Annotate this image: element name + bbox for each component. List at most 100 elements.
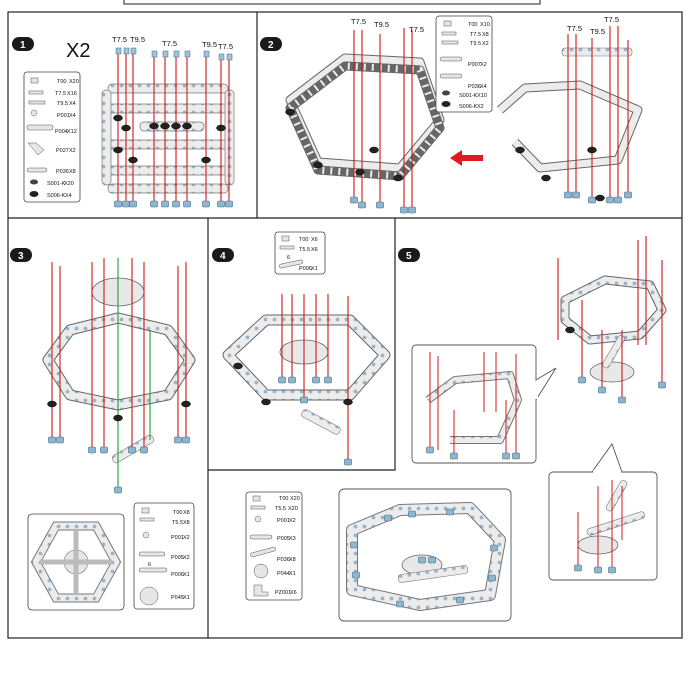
washer-icon <box>254 515 262 523</box>
spacer-icon <box>441 101 451 107</box>
part-qty: X10 <box>480 22 490 28</box>
step-5-parts-list: T00 X20 T5.5 X20 P001 X2 P005 X3 P036 X8… <box>245 491 303 601</box>
nut-icon <box>30 77 39 84</box>
screw-icon <box>250 505 266 510</box>
nut-icon <box>281 235 290 242</box>
part-qty: X6 <box>290 590 297 596</box>
part-name: P036 <box>468 84 481 90</box>
part-name: T5.5 <box>299 247 310 253</box>
size-label: T7.5 <box>162 39 177 48</box>
strip-icon <box>249 534 273 540</box>
part-qty: X1 <box>183 572 190 578</box>
part-qty: X8 <box>482 32 489 38</box>
part-qty: X8 <box>183 510 190 516</box>
part-qty: X1 <box>289 571 296 577</box>
step-5: 5 <box>245 236 667 622</box>
part-qty: X20 <box>64 181 74 187</box>
part-qty: X8 <box>183 520 190 526</box>
step-5-top-assembly <box>557 236 667 404</box>
part-qty: X16 <box>67 91 77 97</box>
size-label: T9.5 <box>590 27 605 36</box>
spacer-icon <box>30 179 38 185</box>
part-name: P045 <box>171 595 184 601</box>
step-2-parts-list: T00 X10 T7.5 X8 T9.5 X2 P007 X2 P036 X4 … <box>435 15 493 113</box>
step-number: 3 <box>18 251 24 262</box>
parts-list: T00 X20 T7.5 X16 T9.5 X4 P001 X4 P004 X1… <box>23 71 81 203</box>
part-name: T5.5 <box>275 506 286 512</box>
step-4-assembly <box>222 294 391 466</box>
spacer-icon <box>29 191 39 197</box>
part-name: P006 <box>171 572 184 578</box>
part-name: T00 <box>468 22 477 28</box>
step-badge <box>398 248 420 262</box>
step-1: 1 X2 T7.5 T9.5 T7.5 T9.5 T7.5 <box>12 35 235 208</box>
part-callout: 6 <box>287 255 290 261</box>
strip-icon <box>26 167 48 173</box>
nut-icon <box>443 20 452 27</box>
strip-icon <box>138 567 168 573</box>
part-name: P001 <box>171 535 184 541</box>
step-2-right-assembly <box>497 26 643 204</box>
disc-icon <box>253 563 269 579</box>
step-1-assembly <box>101 47 235 208</box>
part-name: T00 <box>173 510 182 516</box>
part-qty: X20 <box>288 506 298 512</box>
part-name: S001-K <box>47 181 66 187</box>
step-3-parts-list: T00 X8 T5.5 X8 P001 X2 P005 X2 6 P006 X1… <box>133 502 195 610</box>
size-label: T9.5 <box>202 40 217 49</box>
part-name: T00 <box>299 237 308 243</box>
part-qty: X20 <box>290 496 300 502</box>
size-label: T7.5 <box>604 15 619 24</box>
part-qty: X8 <box>69 169 76 175</box>
part-name: T00 <box>279 496 288 502</box>
part-name: P036 <box>56 169 69 175</box>
strip-icon <box>138 551 166 557</box>
part-name: P001 <box>57 113 70 119</box>
part-qty: X2 <box>289 518 296 524</box>
size-label: T7.5 <box>218 42 233 51</box>
part-name: T7.5 <box>55 91 66 97</box>
part-name: S006-K <box>47 193 66 199</box>
part-qty: X2 <box>183 555 190 561</box>
strip-icon <box>26 124 54 131</box>
washer-icon <box>142 531 150 539</box>
part-name: P005 <box>277 536 290 542</box>
step-2-left-assembly <box>285 28 445 214</box>
part-qty: X4 <box>69 113 76 119</box>
step-number: 5 <box>406 251 412 262</box>
part-qty: X4 <box>480 84 487 90</box>
part-qty: X10 <box>477 93 487 99</box>
strip-icon <box>439 56 463 62</box>
step-number: 1 <box>20 40 26 51</box>
part-qty: X2 <box>183 535 190 541</box>
part-name: P001 <box>277 518 290 524</box>
frame <box>7 11 683 639</box>
step-number: 2 <box>268 40 274 51</box>
part-qty: X6 <box>311 237 318 243</box>
nut-icon <box>141 507 150 514</box>
size-label: T9.5 <box>130 35 145 44</box>
screw-icon <box>28 90 44 95</box>
part-name: P044 <box>277 571 290 577</box>
part-name: S001-K <box>459 93 478 99</box>
part-name: P027 <box>56 148 69 154</box>
step-2: 2 T7.5 T9.5 T7.5 T7.5 T9.5 T7.5 <box>260 15 643 214</box>
part-qty: X2 <box>69 148 76 154</box>
step-4-parts-list: T00 X6 T5.5 X6 6 P006 X1 <box>274 231 326 275</box>
strip-icon <box>439 73 463 79</box>
nut-icon <box>252 495 261 502</box>
screw-icon <box>441 31 457 36</box>
part-name: P036 <box>277 557 290 563</box>
part-name: P005 <box>171 555 184 561</box>
size-label: T7.5 <box>567 24 582 33</box>
part-name: P004 <box>55 129 68 135</box>
part-qty: X8 <box>289 557 296 563</box>
bracket-icon <box>27 142 45 156</box>
part-name: T5.5 <box>172 520 183 526</box>
step-badge <box>10 248 32 262</box>
bracket-icon <box>253 584 269 597</box>
part-name: S006-K <box>459 104 478 110</box>
screw-icon <box>441 40 459 45</box>
part-qty: X2 <box>477 104 484 110</box>
step-3-result-inset <box>27 513 125 611</box>
